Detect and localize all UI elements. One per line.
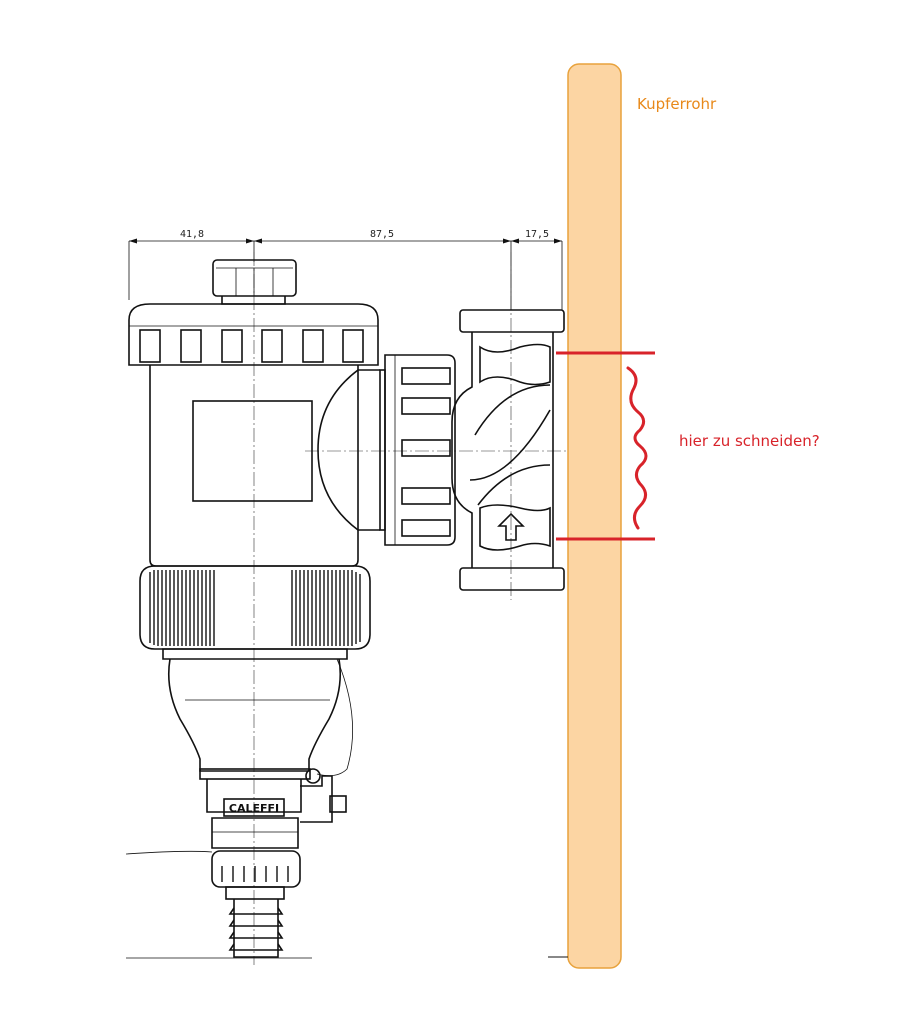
knurl-left	[149, 570, 215, 646]
dimension-lines: 41,8 87,5 17,5	[128, 229, 563, 310]
flow-arrow-icon	[497, 512, 525, 541]
curly-brace-icon	[626, 366, 648, 530]
brand-plate	[223, 798, 285, 817]
brand-label: CALEFFI	[229, 802, 279, 815]
flow-fitting	[451, 309, 565, 591]
dimension-label-2: 87,5	[370, 229, 394, 240]
dimension-label-1: 41,8	[180, 229, 204, 240]
pipe-label: Kupferrohr	[637, 95, 717, 113]
knurl-right	[291, 570, 361, 646]
cut-annotation: hier zu schneiden?	[556, 351, 820, 541]
nut-ribs	[401, 367, 451, 537]
cap-ribs	[139, 329, 364, 363]
dimension-label-3: 17,5	[525, 229, 549, 240]
copper-pipe	[567, 63, 622, 969]
separator-body: CALEFFI	[125, 259, 456, 959]
inspection-window	[192, 400, 313, 502]
centerlines	[253, 252, 570, 965]
cut-question-label: hier zu schneiden?	[679, 432, 820, 450]
